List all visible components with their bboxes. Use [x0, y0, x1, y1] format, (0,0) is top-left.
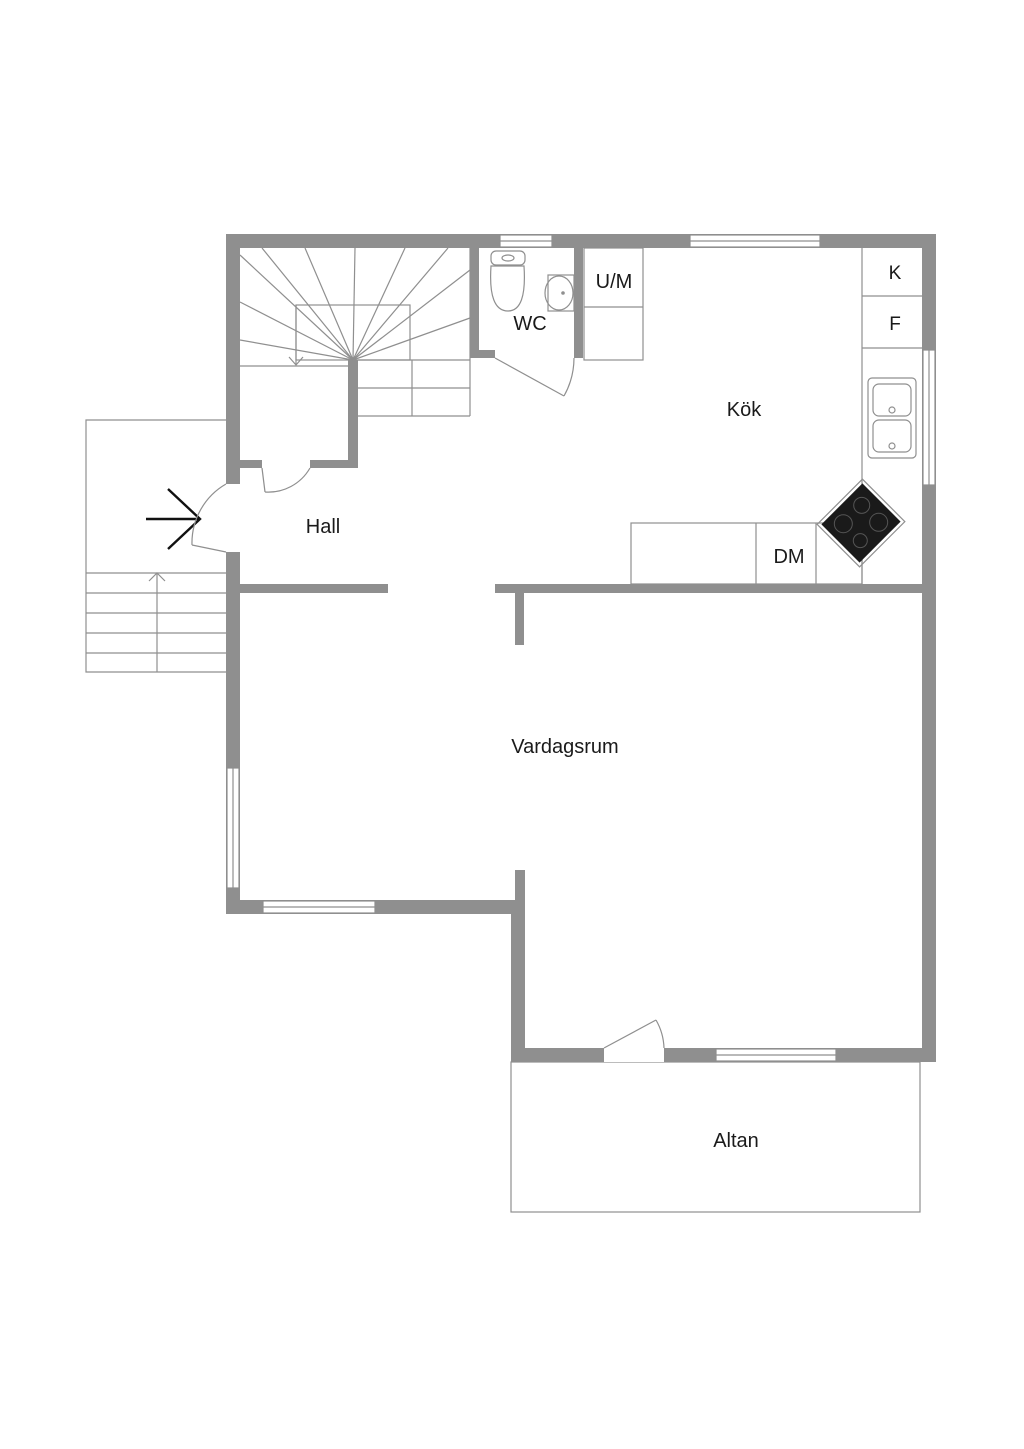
sink-icon [544, 274, 575, 312]
inner-staircase [239, 247, 471, 417]
windows [226, 234, 936, 1062]
room-label-wc: WC [513, 313, 546, 335]
stove-hob-icon [816, 478, 906, 568]
walls [226, 234, 936, 1062]
entrance-arrow-icon [146, 488, 202, 550]
room-label-f: F [889, 314, 901, 335]
room-label-kok: Kök [727, 399, 762, 421]
doors [191, 357, 665, 1062]
room-label-um: U/M [596, 271, 633, 293]
room-label-vardagsrum: Vardagsrum [511, 736, 618, 758]
double-sink-icon [867, 377, 917, 459]
room-label-altan: Altan [713, 1130, 759, 1152]
kitchen-counter-bottom [630, 522, 863, 585]
room-label-hall: Hall [306, 516, 340, 538]
room-label-dm: DM [773, 546, 804, 568]
entrance-stairs [85, 419, 226, 673]
room-label-k: K [889, 263, 902, 284]
toilet-icon [490, 250, 526, 312]
um-cabinet [583, 247, 644, 361]
